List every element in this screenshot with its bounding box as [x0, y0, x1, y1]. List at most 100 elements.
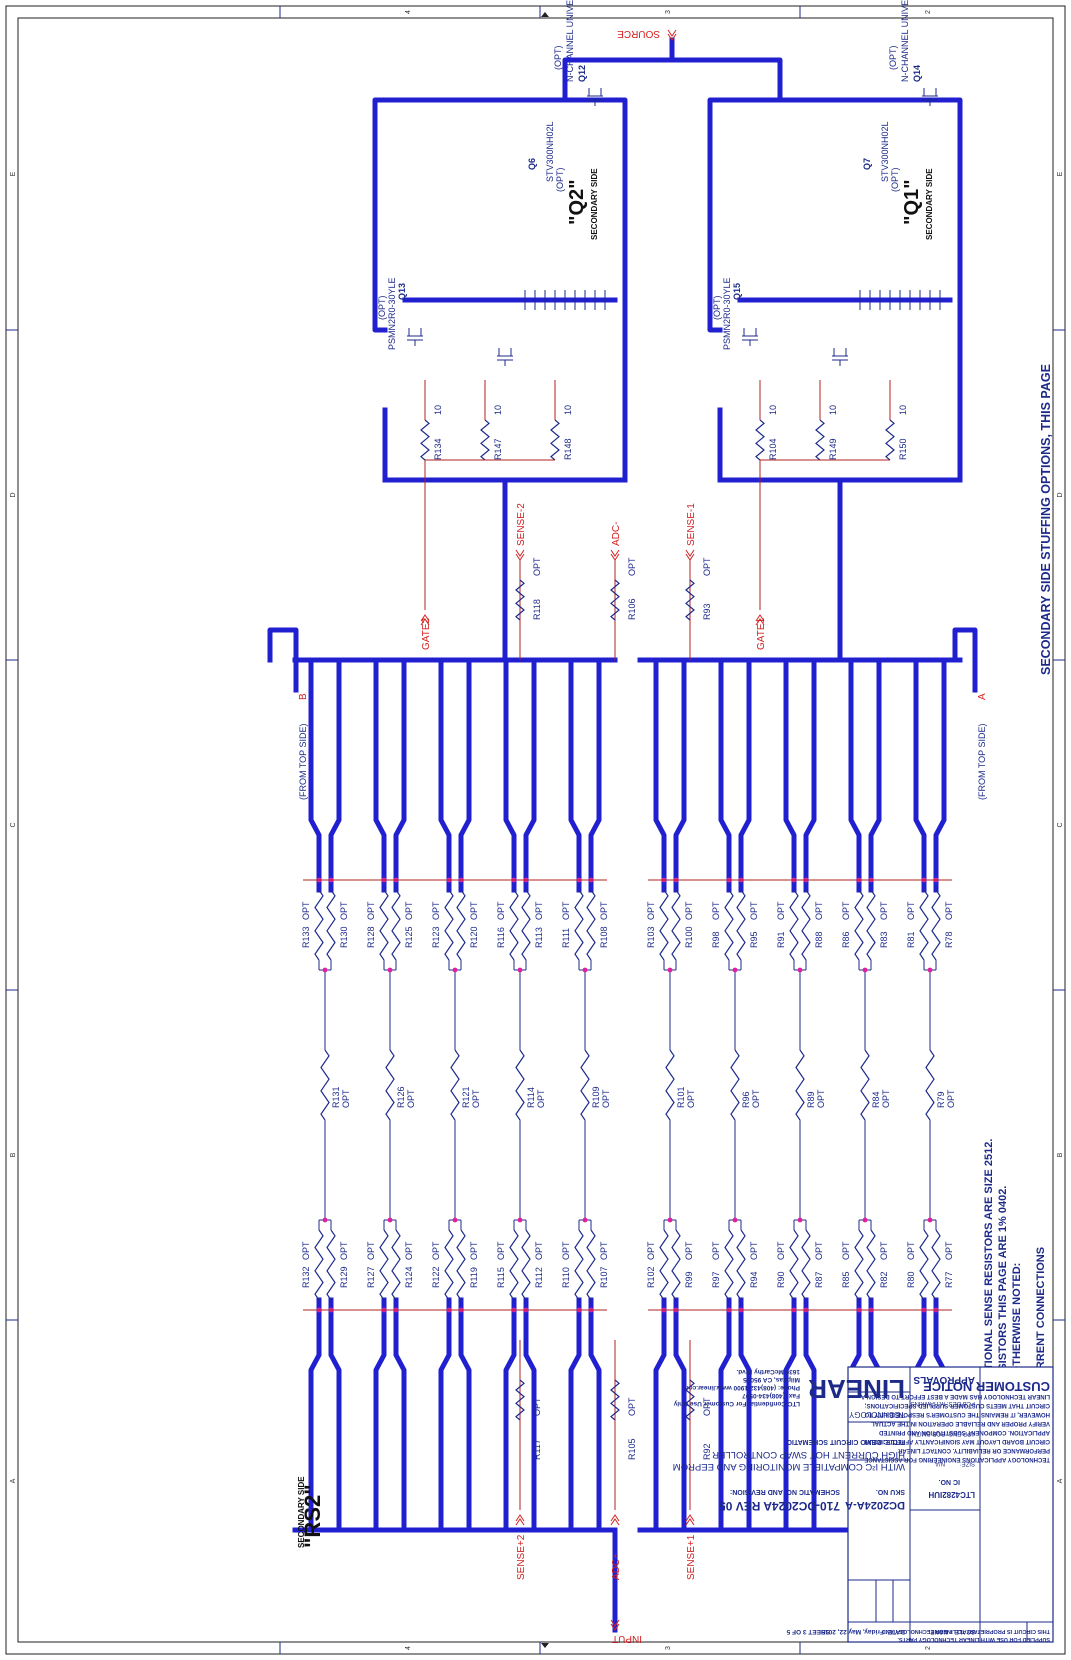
rs1-cell-0-r-top-b [919, 1229, 929, 1301]
rs2-cell-4-opt: OPT [301, 901, 311, 920]
rs2-cell-3-left-bot-path [373, 1297, 387, 1533]
right-net-ref-1: R106 [627, 598, 637, 620]
address-line: 1630 McCarthy Blvd. [736, 1368, 800, 1375]
rs2-cell-0-r-top-b [574, 1229, 584, 1301]
q2-gate-val-1: 10 [493, 405, 503, 415]
rs1-cell-3-r-bot-b [724, 889, 734, 961]
q1-gate-ref-2: R104 [768, 438, 778, 460]
rs1-cell-3-right-bot-path [718, 657, 732, 893]
rs1-cell-2-label-mid: R89 [806, 1091, 816, 1108]
rs2-cell-0-label-c: R108 [599, 926, 609, 948]
left-net-arrow-1 [610, 1514, 620, 1526]
linear-logo-sub: TECHNOLOGY [848, 1410, 905, 1419]
right-net-opt-0: OPT [702, 557, 712, 576]
q1-fet-top-ref: Q14 [912, 65, 922, 82]
rs1-cell-3-label-c: R95 [749, 931, 759, 948]
q2-gate-res-2 [420, 419, 430, 461]
proprietary-line: SUPPLIED FOR USE WITH LINEAR TECHNOLOGY … [897, 1636, 1050, 1642]
rs2-cell-2-right-top-path [458, 657, 472, 893]
q1-title: "Q1" [901, 179, 923, 225]
zone-letter-top: D [1057, 492, 1064, 497]
rs2-cell-1-opt: OPT [496, 1241, 506, 1260]
rs1-cell-2-r-top-b [789, 1229, 799, 1301]
rs1-cell-3-left-bot-path [718, 1297, 732, 1533]
sch-label: SCHEMATIC NO. AND REVISION: [730, 1488, 840, 1495]
q1-gate-ref-0: R150 [898, 438, 908, 460]
rs2-cell-2-r-top-a [456, 1229, 466, 1301]
pcb-des-name: M.HAWKINS [911, 1400, 945, 1406]
rs1-cell-1-right-top-path [868, 657, 882, 893]
title-line: HIGH CURRENT HOT SWAP CONTROLLER [712, 1449, 905, 1460]
rs2-cell-1-opt: OPT [534, 1241, 544, 1260]
rs2-cell-0-r-bot-b [574, 889, 584, 961]
zone-number-right: 2 [925, 10, 932, 14]
rs1-cell-3-r-mid [730, 1049, 740, 1121]
rs1-cell-3-r-top-a [736, 1229, 746, 1301]
rs2-cell-0-dot [582, 1217, 588, 1223]
zone-letter-top: E [1057, 171, 1064, 176]
rs1-cell-1-label-mid: R84 [871, 1091, 881, 1108]
rs1-cell-0-opt: OPT [906, 901, 916, 920]
right-net-res-2 [515, 579, 525, 621]
note-1: 1. ALL RESISTORS THIS PAGE ARE 1% 0402. [997, 1186, 1009, 1422]
rs2-cell-3-label-d: R128 [366, 926, 376, 948]
rs2-port: B [298, 693, 309, 700]
rs1-cell-2-opt: OPT [776, 1241, 786, 1260]
q2-gate-val-0: 10 [563, 405, 573, 415]
notice-line: TECHNOLOGY APPLICATIONS ENGINEERING FOR … [862, 1456, 1050, 1462]
rs2-cell-0-opt: OPT [561, 1241, 571, 1260]
rs2-cell-3-label-b: R127 [366, 1266, 376, 1288]
input-net-label: INPUT [612, 1633, 642, 1644]
q1-gate-ref-1: R149 [828, 438, 838, 460]
app-eng: APP ENG. [946, 1430, 975, 1436]
q2-rail-d [372, 97, 448, 333]
q2-gate-ref-0: R148 [563, 438, 573, 460]
rs1-cell-0-right-bot-path [913, 657, 927, 893]
rs1-cell-0-label-b: R80 [906, 1271, 916, 1288]
zone-letter-top: A [1057, 1478, 1064, 1483]
rs2-cell-1-right-top-path [523, 657, 537, 893]
q2-fet-top-opt: (OPT) [553, 46, 563, 71]
rs1-cell-3-label-mid: R96 [741, 1091, 751, 1108]
zone-number-left: 3 [665, 1646, 672, 1650]
rs2-cell-0-label-d: R111 [561, 928, 571, 948]
rs2-cell-1-label-mid: R114 [526, 1087, 536, 1108]
rs2-cell-0-label-a: R107 [599, 1266, 609, 1288]
rs1-cell-4-opt: OPT [646, 901, 656, 920]
q1-fet-top [922, 88, 938, 106]
rs1-cell-0-r-bot-b [919, 889, 929, 961]
q2-fet-top-ref: Q12 [577, 65, 587, 82]
notice-line: CIRCUIT THAT MEETS CUSTOMER-SUPPLIED SPE… [865, 1402, 1050, 1408]
rs2-cell-0-dot [582, 967, 588, 973]
rs2-cell-4-opt: OPT [301, 1241, 311, 1260]
rs1-cell-4-opt: OPT [684, 1241, 694, 1260]
frame-arrow [541, 12, 549, 17]
rs1-cell-4-label-d: R103 [646, 926, 656, 948]
source-join [562, 57, 783, 103]
q1-fet-mid-opt: (OPT) [890, 168, 900, 193]
source-arrow [667, 29, 677, 41]
q1-fet-bot-part: PSMN2R0-30YLE [722, 277, 732, 350]
rs1-cell-0-opt: OPT [906, 1241, 916, 1260]
rs1-cell-4-r-bot-b [659, 889, 669, 961]
right-net-opt-2: OPT [532, 557, 542, 576]
zone-letter-bottom: D [10, 492, 17, 497]
rs2-cell-3-left-top-path [393, 1297, 407, 1533]
rs2-cell-3-label-mid: R126 [396, 1086, 406, 1108]
left-net-label-0: SENSE+1 [686, 1534, 697, 1580]
rs2-cell-2-dot [452, 1217, 458, 1223]
q1-fet-top-opt: (OPT) [888, 46, 898, 71]
rs1-cell-0-label-c: R78 [944, 931, 954, 948]
rs1-cell-2-left-bot-path [783, 1297, 797, 1533]
address-line: Phone: (408)432-1900 www.linear.com [683, 1384, 800, 1391]
rs1-cell-3-opt: OPT [751, 1089, 761, 1108]
rs1-cell-0-r-mid [925, 1049, 935, 1121]
q2-gate-res-0 [550, 419, 560, 461]
rs2-cell-2-label-b: R122 [431, 1266, 441, 1288]
q1-gate-res-2 [755, 419, 765, 461]
left-net-ref-2: R117 [532, 1439, 542, 1460]
right-net-ref-0: R93 [702, 603, 712, 620]
